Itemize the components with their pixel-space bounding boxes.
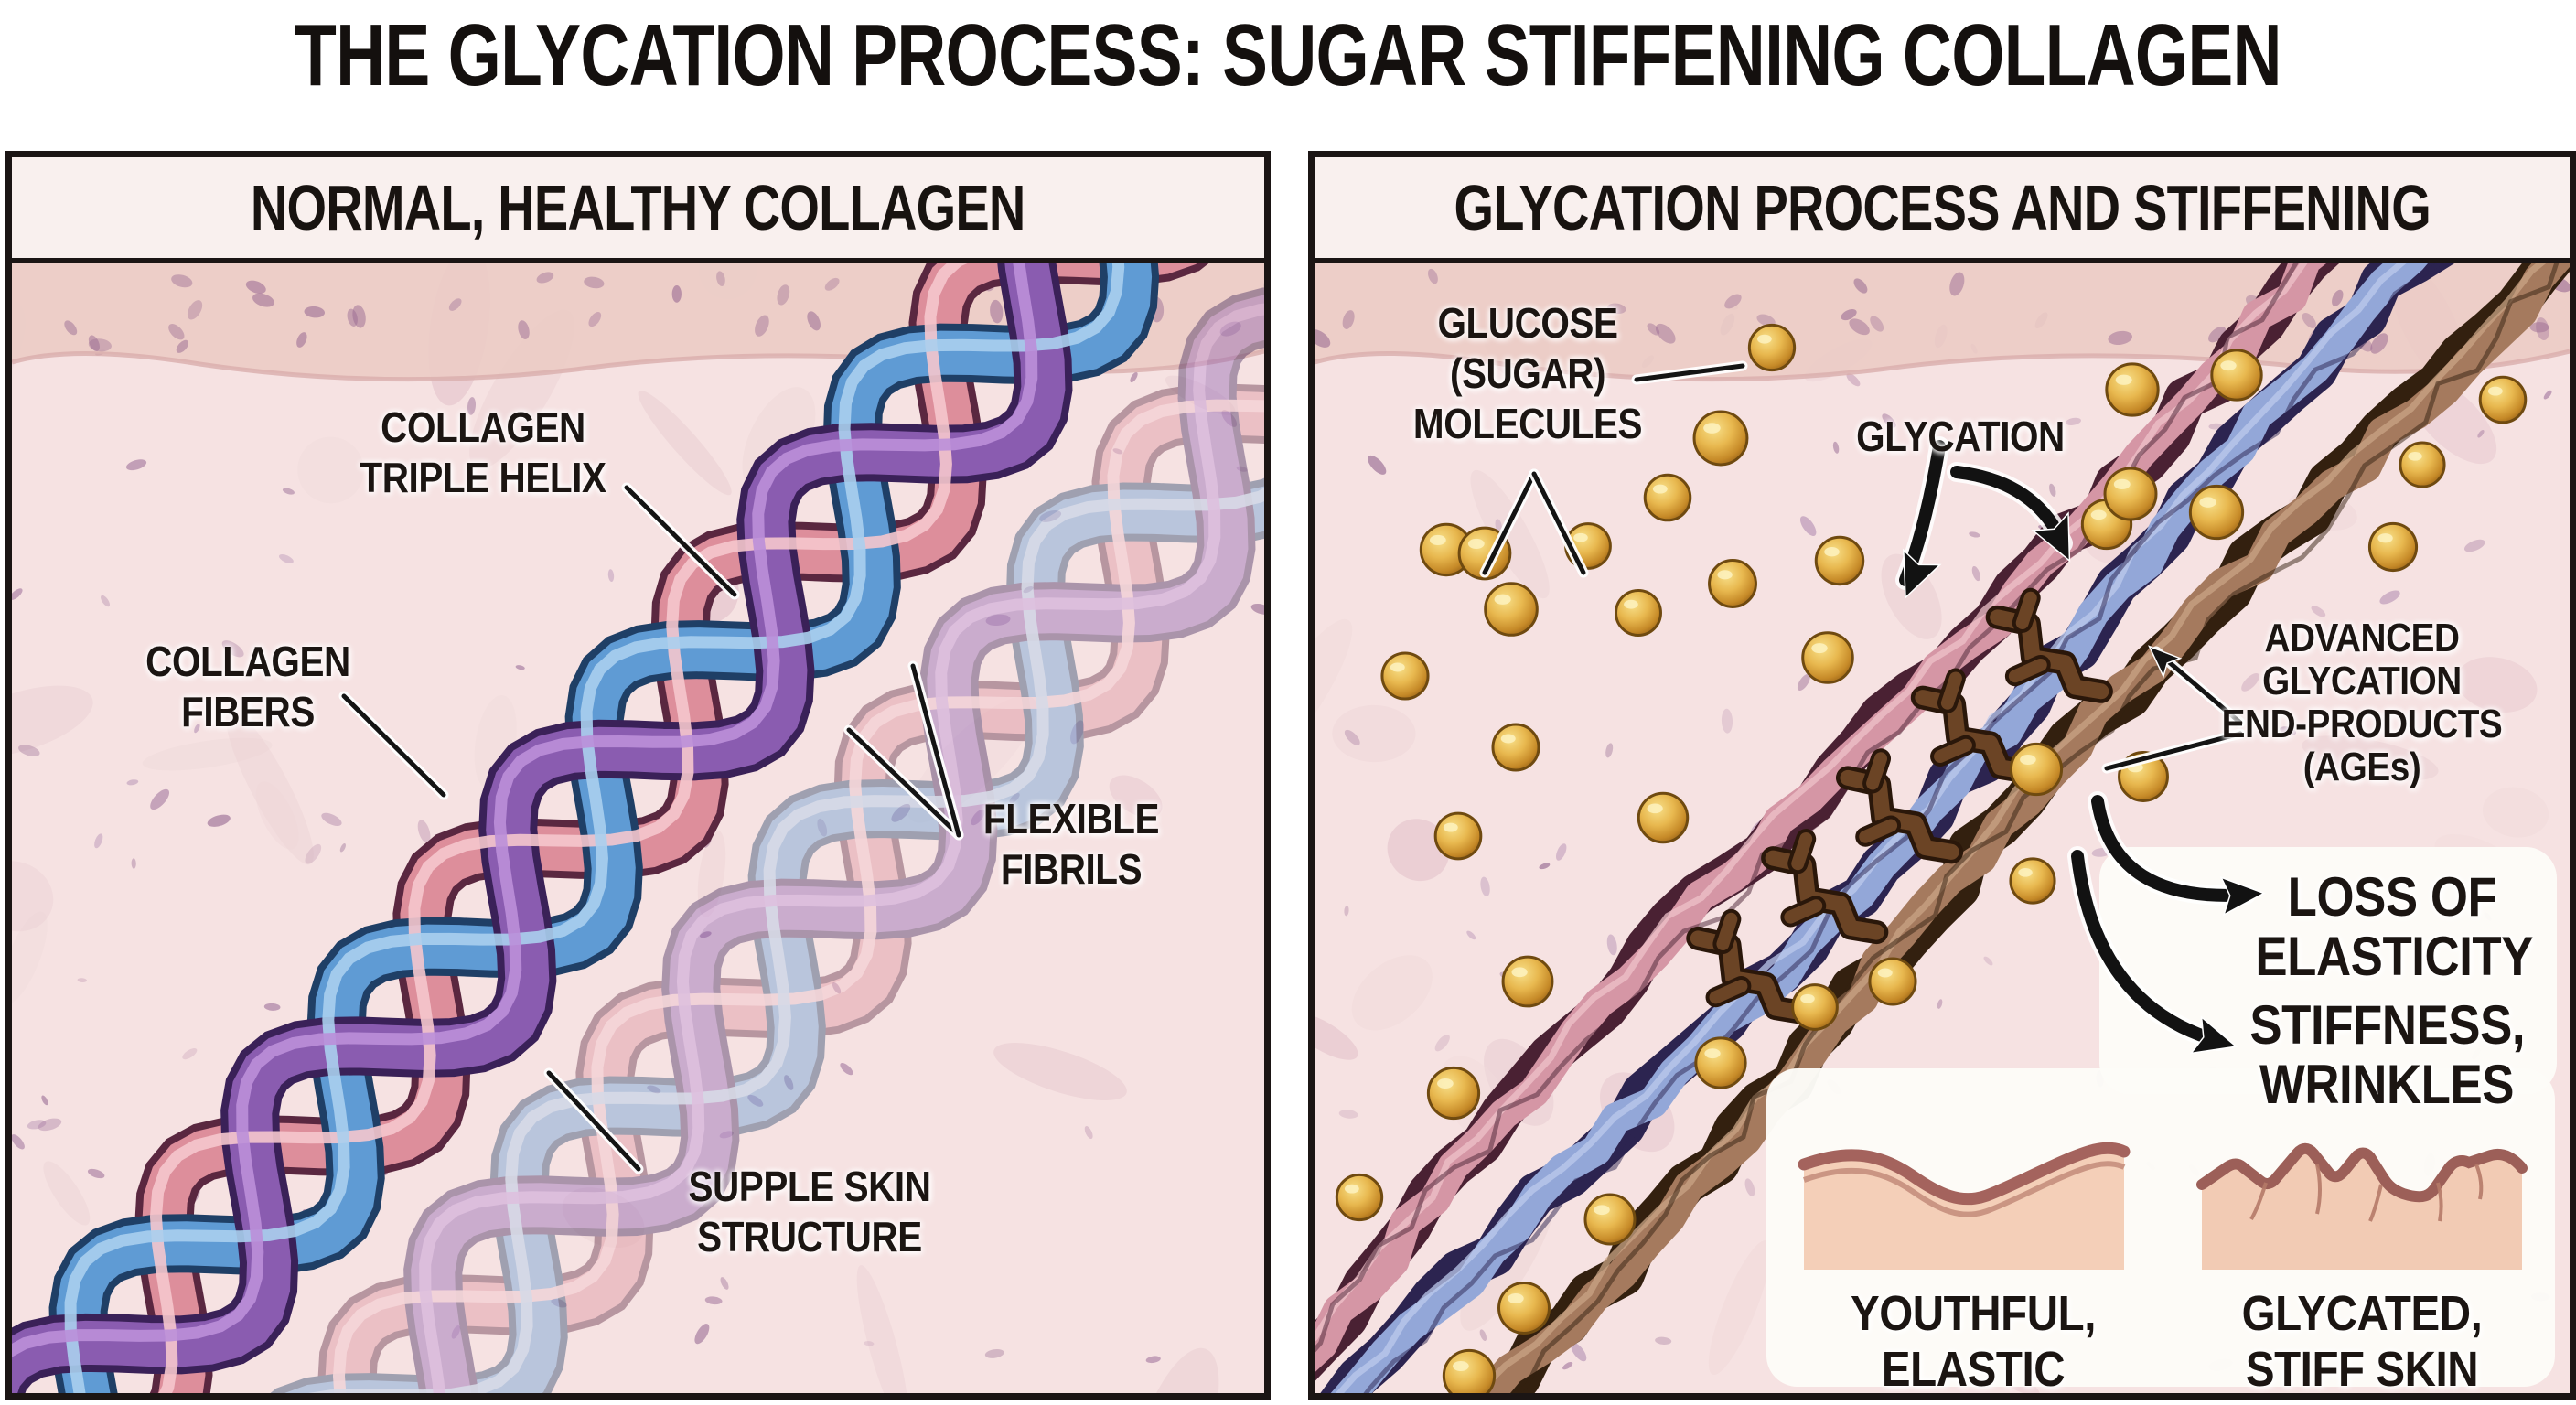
right-panel-header-text: GLYCATION PROCESS AND STIFFENING — [1454, 172, 2431, 243]
label-stiffness-wrinkles: STIFFNESS, WRINKLES — [2249, 994, 2526, 1115]
label-loss-of-elasticity: LOSS OF ELASTICITY — [2255, 866, 2534, 987]
arrow — [2067, 846, 2238, 1055]
left-panel-body: COLLAGEN TRIPLE HELIX COLLAGEN FIBERS FL… — [12, 263, 1264, 1393]
leader-line — [1479, 468, 1540, 578]
glucose-molecules — [1335, 323, 2528, 1393]
left-panel: NORMAL, HEALTHY COLLAGEN COLLAGEN TRIPLE… — [5, 151, 1271, 1400]
arrow — [2088, 791, 2266, 917]
leader-line — [338, 691, 449, 800]
healthy-collagen-illustration — [12, 263, 1264, 1393]
leader-line — [843, 724, 964, 841]
right-panel-header: GLYCATION PROCESS AND STIFFENING — [1315, 157, 2570, 263]
collagen-braid — [64, 263, 1264, 1393]
glycated-skin-diagram — [2196, 1142, 2528, 1270]
label-glucose-molecules: GLUCOSE (SUGAR) MOLECULES — [1412, 299, 1643, 447]
label-collagen-triple-helix: COLLAGEN TRIPLE HELIX — [360, 403, 606, 501]
arrow — [1947, 462, 2073, 563]
label-glycated-stiff-skin: GLYCATED, STIFF SKIN — [2241, 1286, 2483, 1393]
glycation-illustration — [1315, 263, 2570, 1393]
arrow — [1895, 436, 1949, 599]
leader-line — [2151, 646, 2246, 728]
age-crosslinks — [1686, 587, 2113, 1024]
leader-line — [2101, 728, 2246, 774]
label-youthful-elastic-skin: YOUTHFUL, ELASTIC SKIN — [1851, 1286, 2096, 1393]
leader-line — [1529, 468, 1589, 578]
label-supple-skin-structure: SUPPLE SKIN STRUCTURE — [688, 1163, 931, 1260]
youthful-skin-diagram — [1798, 1142, 2131, 1270]
leader-line — [1631, 360, 1748, 385]
label-flexible-fibrils: FLEXIBLE FIBRILS — [982, 795, 1160, 893]
left-panel-header-text: NORMAL, HEALTHY COLLAGEN — [251, 172, 1026, 243]
right-panel: GLYCATION PROCESS AND STIFFENING GLUCOSE… — [1308, 151, 2576, 1400]
callout-box — [1766, 847, 2557, 1387]
infographic-title: THE GLYCATION PROCESS: SUGAR STIFFENING … — [295, 6, 2281, 104]
background-braid — [64, 263, 1264, 1393]
left-panel-header: NORMAL, HEALTHY COLLAGEN — [12, 157, 1264, 263]
leader-arrowhead — [2148, 645, 2183, 679]
glycated-fibers — [1315, 263, 2570, 1393]
label-advanced-glycation-end-products: ADVANCED GLYCATION END-PRODUCTS (AGEs) — [2221, 616, 2503, 789]
leader-line — [543, 1067, 644, 1174]
label-collagen-fibers: COLLAGEN FIBERS — [145, 638, 350, 735]
leader-line — [621, 482, 740, 600]
right-panel-body: GLUCOSE (SUGAR) MOLECULES GLYCATION ADVA… — [1315, 263, 2570, 1393]
label-glycation: GLYCATION — [1856, 413, 2065, 460]
leader-line — [907, 660, 964, 841]
collagen-braid — [12, 263, 1240, 1393]
